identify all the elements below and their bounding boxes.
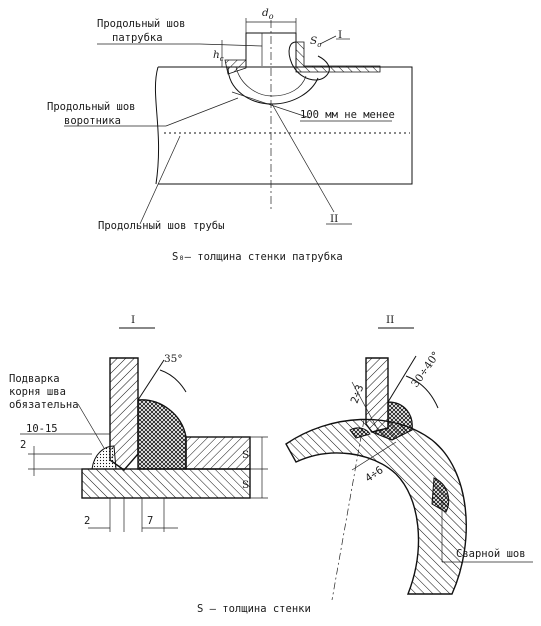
caption-bottom: S – толщина стенки	[197, 603, 311, 615]
detail-I-collar-plate	[185, 436, 251, 470]
pipe-body	[158, 66, 413, 185]
detail-I-branch-wall	[109, 357, 139, 471]
detail-II-dim-4-6: 4÷6	[363, 464, 385, 485]
detail-I-dim-7: 7	[147, 515, 153, 527]
detail-II-dim-2-3: 2÷3	[349, 383, 367, 405]
label-pipe-seam: Продольный шов трубы	[98, 220, 224, 232]
detail-II-weld	[370, 401, 413, 441]
pipe-with-branch-view: do hc So I Продольный шов патрубка Продо…	[47, 7, 413, 232]
detail-I-root-weld	[91, 445, 117, 470]
detail-I-dim-S-2: S	[242, 479, 249, 491]
detail-II: II 2÷3 30÷40° 4÷6 Сварной шов	[285, 314, 533, 601]
branch-wall-section	[295, 41, 381, 73]
detail-I: I 35° Подварка корня шва обязательна 10-…	[9, 314, 268, 532]
detail-II-title: II	[386, 314, 394, 326]
detail-I-root-note-3: обязательна	[9, 399, 79, 411]
detail-I-gap-range: 10-15	[26, 423, 58, 435]
label-collar-seam-2: воротника	[64, 115, 121, 127]
detail-I-title: I	[131, 314, 135, 326]
detail-I-dim-2-left: 2	[20, 439, 26, 451]
detail-I-weld	[137, 399, 187, 470]
dim-d-label: do	[262, 7, 274, 21]
detail-I-dim-2-bottom: 2	[84, 515, 90, 527]
label-branch-seam-1: Продольный шов	[97, 18, 186, 30]
label-collar-seam-1: Продольный шов	[47, 101, 136, 113]
pipe-break-left	[154, 66, 160, 185]
detail-II-weld-2	[349, 427, 371, 439]
detail-I-root-note-2: корня шва	[9, 386, 66, 398]
collar-hatch	[224, 59, 247, 75]
detail-II-branch-wall	[365, 357, 389, 433]
dim-h-label: hc	[213, 49, 224, 63]
detail-ref-II: II	[330, 213, 338, 225]
detail-II-angle: 30÷40°	[409, 349, 442, 389]
detail-I-pipe-wall	[81, 468, 251, 499]
dim-s0-label: So	[310, 35, 321, 49]
detail-II-weld-label: Сварной шов	[456, 548, 526, 560]
collar-inner	[235, 66, 307, 97]
detail-I-bubble	[288, 41, 330, 81]
label-branch-seam-2: патрубка	[112, 32, 163, 44]
detail-II-collar-weld	[431, 477, 450, 513]
detail-I-angle: 35°	[164, 353, 183, 365]
detail-I-dim-S-1: S	[242, 449, 249, 461]
detail-I-root-note-1: Подварка	[9, 373, 60, 385]
detail-ref-I: I	[338, 29, 342, 41]
collar-outline	[227, 66, 319, 105]
caption-top: S₀– толщина стенки патрубка	[172, 251, 343, 263]
label-distance: 100 мм не менее	[300, 109, 395, 121]
